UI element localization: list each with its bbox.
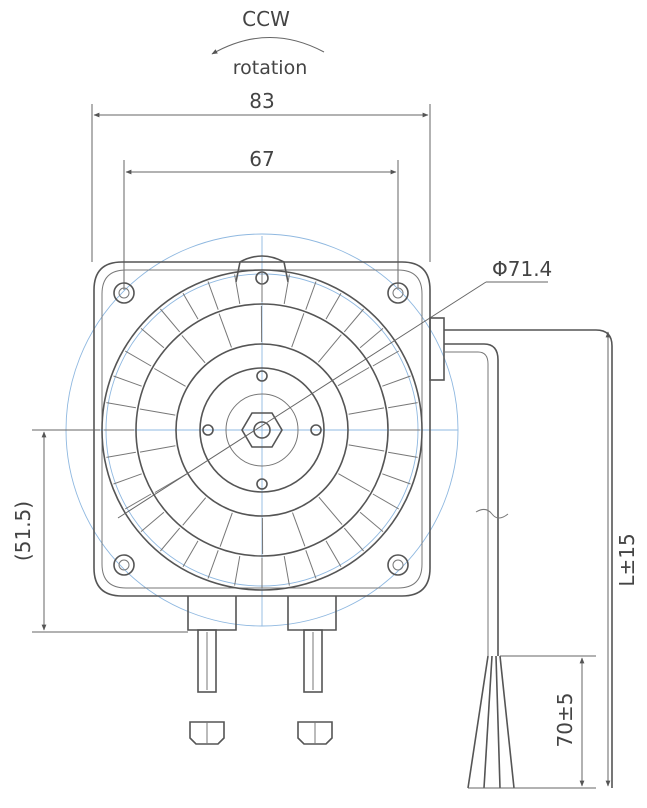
- cooling-fin: [305, 281, 317, 310]
- cooling-fin: [359, 328, 384, 349]
- hub-bolt-bottom: [256, 478, 268, 490]
- cooling-fin: [160, 308, 181, 333]
- height-reference-label: (51.5): [11, 501, 35, 561]
- shaft-hex-nut: [241, 412, 283, 448]
- cooling-fin: [124, 350, 152, 367]
- cooling-fin: [372, 350, 400, 367]
- motor-frame: [93, 261, 431, 597]
- cooling-fin: [234, 274, 241, 304]
- cooling-fin: [207, 281, 219, 310]
- cooling-fin: [305, 550, 317, 579]
- cooling-fin: [343, 308, 364, 333]
- hub-inner-ring: [225, 393, 299, 467]
- inner-rib: [181, 335, 206, 364]
- lead-cable-core: [444, 351, 489, 656]
- terminal-right: [287, 596, 337, 693]
- inner-rib: [218, 313, 232, 348]
- cooling-fin: [388, 402, 418, 409]
- cooling-fin: [160, 527, 181, 552]
- vent-ring-outer: [101, 269, 423, 591]
- cooling-fin: [382, 473, 411, 485]
- motor-frame-inner: [101, 269, 423, 589]
- terminal-connector-left: [189, 721, 225, 745]
- inner-rib: [291, 313, 305, 348]
- cooling-fin: [359, 511, 384, 532]
- inner-rib: [317, 334, 342, 363]
- mount-hole-top-left: [113, 282, 135, 304]
- inner-rib: [292, 512, 306, 547]
- cooling-fin: [343, 527, 364, 552]
- cooling-fin: [182, 292, 199, 320]
- inner-rib: [154, 368, 186, 387]
- mount-hole-bottom-right: [387, 554, 409, 576]
- motor-shaft: [253, 421, 271, 439]
- rotation-arrow: [211, 37, 325, 55]
- diameter-leader: [117, 281, 487, 519]
- cooling-fin: [140, 328, 165, 349]
- inner-rib: [348, 444, 385, 452]
- strip-length-label: 70±5: [553, 693, 577, 748]
- inner-rib: [139, 445, 176, 453]
- cable-clamp: [429, 317, 445, 381]
- hub-bolt-left: [202, 424, 214, 436]
- lead-length-label: L±15: [615, 533, 639, 586]
- cooling-fin: [382, 375, 411, 387]
- inner-housing-ring: [175, 343, 349, 517]
- rotation-caption-label: rotation: [233, 57, 308, 79]
- inner-rib: [338, 473, 370, 492]
- cooling-fins: [104, 272, 420, 588]
- cable-break-mark: [475, 508, 509, 519]
- diameter-label: Φ71.4: [492, 257, 552, 281]
- cooling-fin: [325, 540, 342, 568]
- inner-rib: [139, 408, 176, 416]
- cooling-fin: [124, 493, 152, 510]
- rotation-direction-label: CCW: [242, 7, 290, 31]
- hub-ring: [199, 367, 325, 493]
- inner-rib: [318, 496, 343, 525]
- mount-hole-top-right: [387, 282, 409, 304]
- cooling-fin: [388, 451, 418, 458]
- inner-rib: [182, 497, 207, 526]
- vent-ring-inner: [135, 303, 389, 557]
- inner-rib: [348, 407, 385, 415]
- cooling-fin: [106, 451, 136, 458]
- cooling-fin: [283, 274, 290, 304]
- cooling-fin: [113, 375, 142, 387]
- lead-cable-inner: [444, 343, 499, 656]
- terminal-left: [187, 596, 237, 693]
- lead-cable: [444, 329, 613, 788]
- mount-spacing-label: 67: [249, 147, 274, 171]
- cooling-fin: [106, 402, 136, 409]
- cooling-fin: [283, 556, 290, 586]
- cooling-fin: [207, 550, 219, 579]
- cooling-fin: [234, 556, 241, 586]
- inner-rib: [219, 512, 233, 547]
- top-mount-tab: [235, 255, 289, 283]
- terminal-connector-right: [297, 721, 333, 745]
- cooling-fin: [140, 511, 165, 532]
- cooling-fin: [113, 473, 142, 485]
- cooling-fin: [182, 540, 199, 568]
- overall-width-label: 83: [249, 89, 274, 113]
- cooling-fin: [372, 493, 400, 510]
- mount-hole-bottom-left: [113, 554, 135, 576]
- inner-rib: [337, 367, 370, 387]
- hub-bolt-top: [256, 370, 268, 382]
- cooling-fin: [325, 292, 342, 320]
- hub-bolt-right: [310, 424, 322, 436]
- lead-wire-ends: [467, 655, 515, 789]
